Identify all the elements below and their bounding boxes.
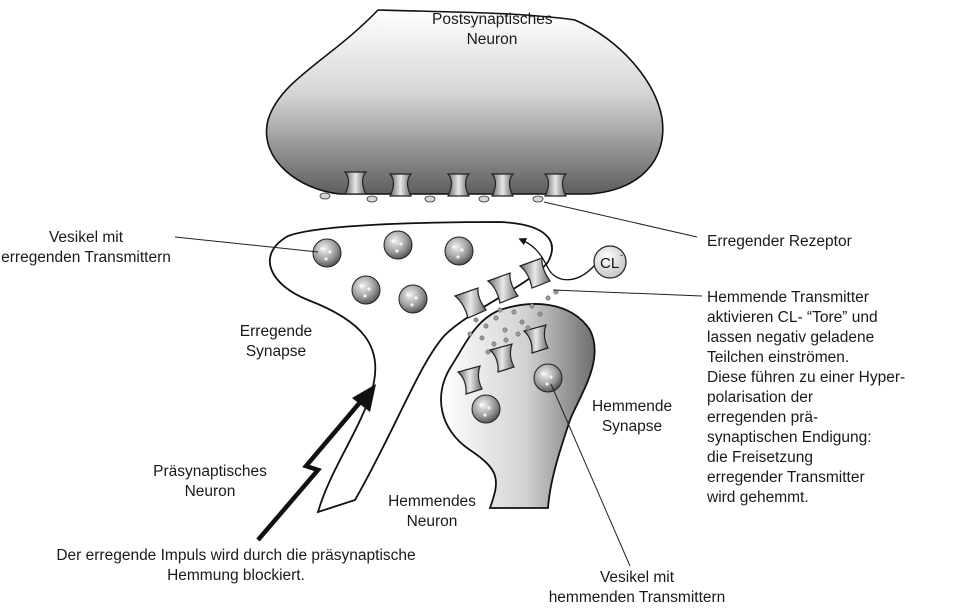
inhibitory-description-line: polarisation der	[707, 388, 905, 408]
label-excitatory-vesicles-line1: Vesikel mit	[0, 228, 172, 248]
label-impulse-line1: Der erregende Impuls wird durch die präs…	[26, 546, 446, 566]
label-excitatory-synapse-line2: Synapse	[236, 342, 316, 362]
label-excitatory-synapse-line1: Erregende	[236, 322, 316, 342]
ion-label: CL	[600, 255, 619, 272]
label-excitatory-vesicles-line2: erregenden Transmittern	[0, 248, 172, 268]
label-impulse-line2: Hemmung blockiert.	[26, 566, 446, 586]
inhibitory-description-line: erregender Transmitter	[707, 468, 905, 488]
ion-charge: -	[620, 250, 623, 260]
inhibitory-description-line: Teilchen einströmen.	[707, 348, 905, 368]
label-presynaptic-line2: Neuron	[150, 482, 270, 502]
label-inhibitory-vesicles: Vesikel mit hemmenden Transmittern	[545, 568, 729, 608]
inhibitory-description-line: erregenden prä-	[707, 408, 905, 428]
inhibitory-description-line: wird gehemmt.	[707, 488, 905, 508]
inhibitory-description-line: synaptischen Endigung:	[707, 428, 905, 448]
label-postsynaptic-line1: Postsynaptisches	[432, 10, 552, 30]
label-postsynaptic-line2: Neuron	[432, 30, 552, 50]
label-postsynaptic: Postsynaptisches Neuron	[432, 10, 552, 50]
inhibitory-description-line: die Freisetzung	[707, 448, 905, 468]
inhibitory-description-line: Hemmende Transmitter	[707, 288, 905, 308]
label-presynaptic-line1: Präsynaptisches	[150, 462, 270, 482]
label-inhibitory-synapse-line2: Synapse	[592, 417, 672, 437]
label-inhibitory-neuron: Hemmendes Neuron	[382, 492, 482, 532]
label-inhibitory-vesicles-line1: Vesikel mit	[545, 568, 729, 588]
label-presynaptic-neuron: Präsynaptisches Neuron	[150, 462, 270, 502]
label-impulse-blocked: Der erregende Impuls wird durch die präs…	[26, 546, 446, 586]
label-inhibitory-neuron-line2: Neuron	[382, 512, 482, 532]
label-inhibitory-synapse: Hemmende Synapse	[592, 397, 672, 437]
inhibitory-description-line: aktivieren CL- “Tore” und	[707, 308, 905, 328]
inhibitory-description-line: Diese führen zu einer Hyper-	[707, 368, 905, 388]
label-excitatory-vesicles: Vesikel mit erregenden Transmittern	[0, 228, 172, 268]
label-inhibitory-vesicles-line2: hemmenden Transmittern	[545, 588, 729, 608]
label-excitatory-synapse: Erregende Synapse	[236, 322, 316, 362]
label-inhibitory-synapse-line1: Hemmende	[592, 397, 672, 417]
inhibitory-description-line: lassen negativ geladene	[707, 328, 905, 348]
label-inhibitory-neuron-line1: Hemmendes	[382, 492, 482, 512]
label-excitatory-receptor: Erregender Rezeptor	[707, 232, 852, 252]
